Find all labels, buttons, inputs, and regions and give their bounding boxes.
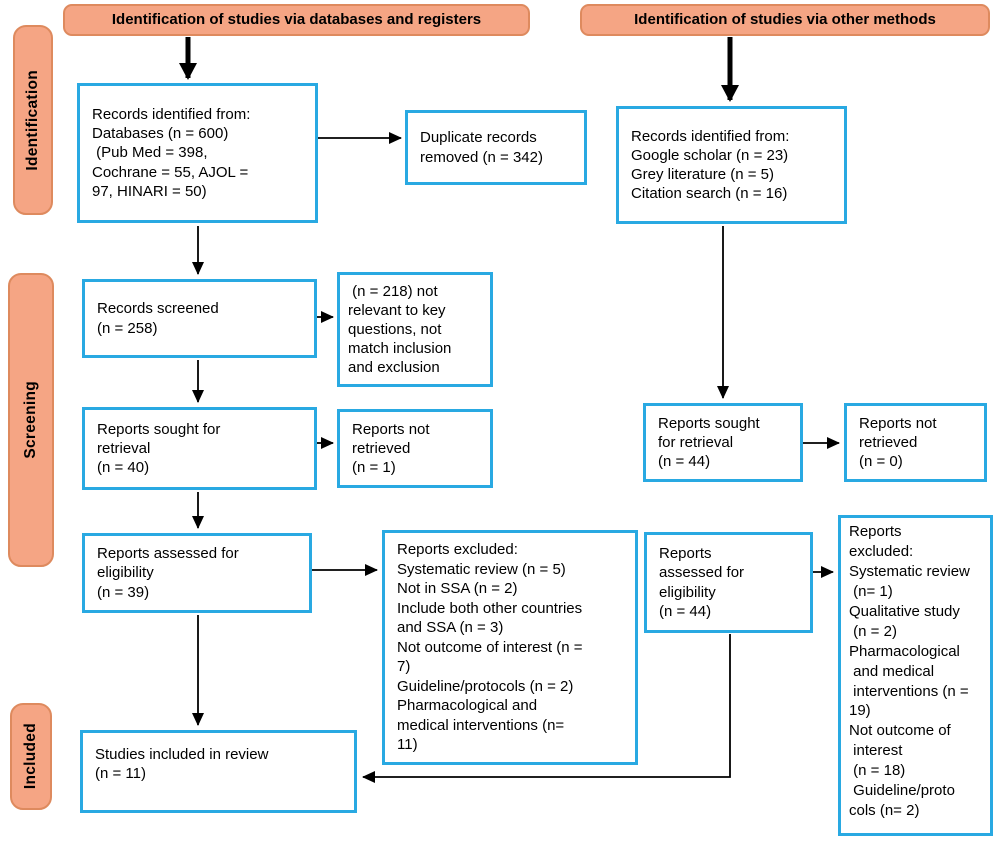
stage-label-identification-text: Identification: [24, 69, 41, 171]
node-studies-included: Studies included in review (n = 11): [80, 730, 357, 813]
node-records-not-relevant: (n = 218) not relevant to key questions,…: [337, 272, 493, 387]
header-databases-registers: Identification of studies via databases …: [63, 4, 530, 36]
stage-label-screening-text: Screening: [22, 381, 39, 459]
header-other-methods: Identification of studies via other meth…: [580, 4, 990, 36]
node-reports-assessed-databases: Reports assessed for eligibility (n = 39…: [82, 533, 312, 613]
node-reports-excluded-other: Reports excluded: Systematic review (n= …: [838, 515, 993, 836]
node-reports-sought-databases: Reports sought for retrieval (n = 40): [82, 407, 317, 490]
header-other-methods-label: Identification of studies via other meth…: [634, 10, 936, 28]
node-reports-not-retrieved-databases: Reports not retrieved (n = 1): [337, 409, 493, 488]
stage-label-included: Included: [10, 703, 52, 810]
stage-label-included-text: Included: [22, 723, 39, 790]
stage-label-screening: Screening: [8, 273, 54, 567]
node-records-identified-databases: Records identified from: Databases (n = …: [77, 83, 318, 223]
node-duplicate-records-removed: Duplicate records removed (n = 342): [405, 110, 587, 185]
node-records-identified-other: Records identified from: Google scholar …: [616, 106, 847, 224]
stage-label-identification: Identification: [13, 25, 53, 215]
node-reports-excluded-databases: Reports excluded: Systematic review (n =…: [382, 530, 638, 765]
node-records-screened: Records screened (n = 258): [82, 279, 317, 358]
header-databases-registers-label: Identification of studies via databases …: [111, 10, 482, 28]
node-reports-sought-other: Reports sought for retrieval (n = 44): [643, 403, 803, 482]
node-reports-not-retrieved-other: Reports not retrieved (n = 0): [844, 403, 987, 482]
node-reports-assessed-other: Reports assessed for eligibility (n = 44…: [644, 532, 813, 633]
